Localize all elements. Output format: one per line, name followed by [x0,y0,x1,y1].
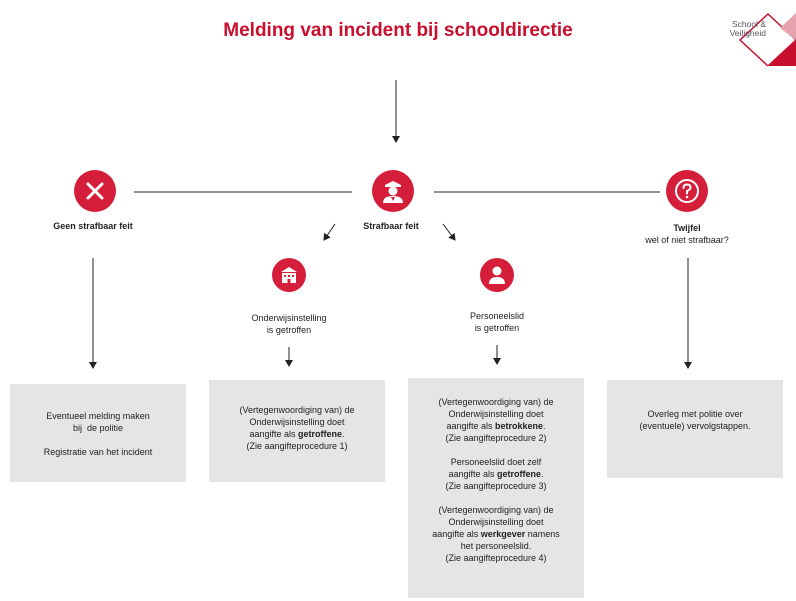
arrow-to-personeel [442,223,456,241]
onderwijs-label: Onderwijsinstelling is getroffen [251,313,327,335]
arrow-to-onderwijs [323,223,336,241]
geen-label: Geen strafbaar feit [53,221,133,231]
logo-text: School & Veiligheid [730,20,766,38]
onderwijs-node [272,258,306,292]
box-geen: Eventueel melding maken bij de politie R… [10,384,186,482]
box-personeel: (Vertegenwoordiging van) de Onderwijsins… [408,378,584,598]
strafbaar-label: Strafbaar feit [363,221,419,231]
twijfel-node [666,170,708,212]
question-mark-icon [675,179,699,203]
school-building-icon [281,267,297,283]
strafbaar-node [372,170,414,212]
twijfel-sublabel: wel of niet strafbaar? [645,235,729,245]
personeel-label: Personeelslid is getroffen [469,311,525,333]
logo-line-1: School & [731,19,766,29]
page-title: Melding van incident bij schooldirectie [223,20,573,41]
person-icon [489,266,505,284]
geen-node [74,170,116,212]
box-onderwijs: (Vertegenwoordiging van) de Onderwijsins… [209,380,385,482]
logo: School & Veiligheid [718,8,796,68]
twijfel-label: Twijfel wel of niet strafbaar? [645,223,729,245]
personeel-node [480,258,514,292]
police-officer-icon [383,181,403,203]
logo-line-2: Veiligheid [729,28,766,38]
x-icon [86,182,104,200]
box-twijfel: Overleg met politie over (eventuele) ver… [607,380,783,478]
